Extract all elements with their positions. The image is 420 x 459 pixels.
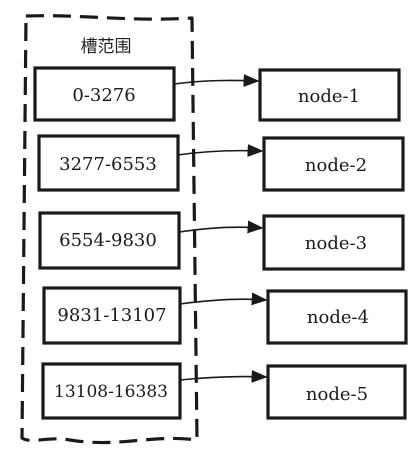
slot-row-3: 6554-9830 node-3 (38, 211, 405, 271)
mapping-arrow-5 (179, 370, 268, 383)
node-label-2: node-2 (305, 155, 367, 176)
slot-range-label-3: 6554-9830 (59, 230, 157, 251)
node-label-3: node-3 (305, 233, 367, 254)
slot-range-box-3 (38, 211, 181, 270)
group-title: 槽范围 (81, 37, 132, 57)
mapping-arrow-1 (173, 74, 260, 87)
node-box-4 (266, 289, 408, 345)
mapping-arrow-3 (178, 220, 264, 234)
node-label-1: node-1 (298, 86, 360, 107)
node-box-1 (258, 68, 401, 122)
slot-range-label-2: 3277-6553 (59, 154, 157, 175)
node-box-5 (266, 364, 407, 420)
slot-range-box-5 (41, 362, 182, 420)
slot-range-label-5: 13108-16383 (54, 382, 168, 402)
node-label-4: node-4 (307, 307, 369, 328)
slot-range-box-4 (42, 286, 182, 345)
slot-row-4: 9831-13107 node-4 (42, 286, 408, 345)
node-label-5: node-5 (306, 384, 368, 405)
slot-row-5: 13108-16383 node-5 (41, 362, 407, 420)
node-box-2 (262, 136, 405, 192)
slot-range-label-4: 9831-13107 (57, 305, 166, 326)
slot-range-box-1 (33, 66, 176, 122)
slot-range-group-border (20, 14, 199, 445)
mapping-arrow-4 (179, 292, 268, 306)
slot-range-label-1: 0-3276 (72, 85, 135, 106)
slot-row-2: 3277-6553 node-2 (37, 134, 405, 192)
mapping-arrow-2 (177, 144, 264, 157)
slot-row-1: 0-3276 node-1 (33, 66, 401, 122)
slot-range-box-2 (37, 134, 180, 192)
node-box-3 (262, 214, 405, 271)
